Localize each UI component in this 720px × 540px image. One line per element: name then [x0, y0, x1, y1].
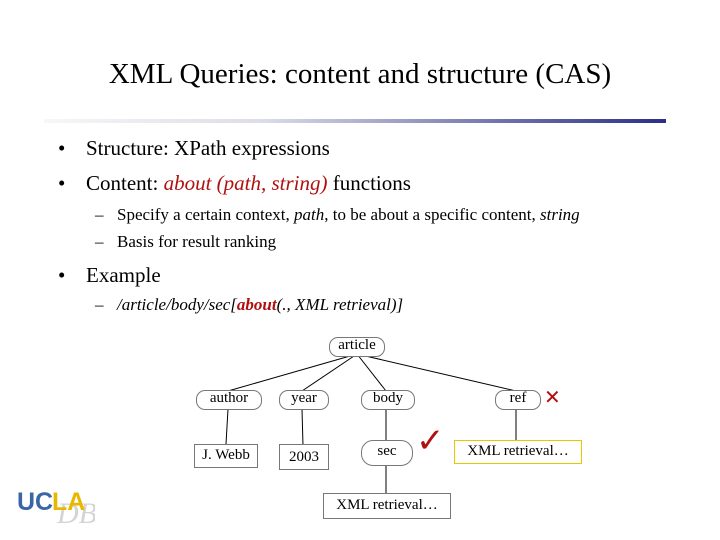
bullet-dot: • — [58, 171, 66, 195]
query-suffix: (., XML retrieval)] — [276, 295, 404, 314]
check-icon: ✓ — [416, 421, 445, 461]
ucla-db-logo: DB UC LA — [17, 486, 97, 530]
node-ref: ref — [495, 390, 541, 410]
bullet-structure-text: Structure: XPath expressions — [86, 136, 330, 160]
query-about: about — [236, 295, 277, 314]
node-article: article — [329, 337, 385, 357]
svg-text:DB: DB — [56, 497, 95, 526]
subbullet-ranking: –Basis for result ranking — [95, 232, 276, 252]
node-ref-content-label: XML retrieval… — [467, 443, 569, 459]
node-2003: 2003 — [279, 444, 329, 470]
node-jwebb-label: J. Webb — [202, 447, 250, 463]
title-divider — [44, 119, 666, 123]
path-italic: path — [294, 205, 325, 224]
node-sec-label: sec — [377, 443, 397, 459]
bullet-content: • Content: about (path, string) functions — [58, 171, 411, 196]
cross-icon: ✕ — [544, 385, 561, 409]
bullet-dot: • — [58, 136, 66, 160]
node-author-label: author — [209, 390, 249, 406]
bullet-content-prefix: Content: — [86, 171, 164, 195]
about-function-text: about (path, string) — [163, 171, 328, 195]
node-year: year — [279, 390, 329, 410]
edge-year-2003 — [301, 408, 304, 447]
edge-author-jwebb — [225, 408, 229, 445]
subbullet-context: –Specify a certain context, path, to be … — [95, 205, 580, 225]
svg-text:LA: LA — [52, 488, 85, 516]
edge-article-author — [227, 353, 358, 392]
sub-dash: – — [95, 295, 104, 314]
bullet-structure: • Structure: XPath expressions — [58, 136, 330, 161]
node-body-label: body — [373, 390, 403, 406]
edge-article-body — [356, 353, 387, 392]
bullet-content-suffix: functions — [327, 171, 411, 195]
bullet-example-text: Example — [86, 263, 161, 287]
sub-dash: – — [95, 205, 104, 224]
node-ref-content: XML retrieval… — [454, 440, 582, 464]
edge-article-ref — [356, 353, 517, 392]
query-prefix: /article/body/sec[ — [117, 295, 237, 314]
bullet-example: • Example — [58, 263, 161, 288]
ucla-db-logo-graphic: DB UC LA — [17, 488, 97, 530]
subbullet-ranking-text: Basis for result ranking — [117, 232, 277, 251]
node-article-label: article — [338, 337, 376, 353]
node-body: body — [361, 390, 415, 410]
node-author: author — [196, 390, 262, 410]
edge-article-year — [301, 353, 358, 392]
string-italic: string — [539, 205, 580, 224]
subbullet-context-pre: Specify a certain context, — [117, 205, 295, 224]
bullet-dot: • — [58, 263, 66, 287]
node-year-label: year — [291, 390, 317, 406]
node-jwebb: J. Webb — [194, 444, 258, 468]
subbullet-context-mid: , to be about a specific content, — [324, 205, 540, 224]
node-sec-content-label: XML retrieval… — [336, 497, 438, 513]
node-2003-label: 2003 — [289, 449, 319, 465]
sub-dash: – — [95, 232, 104, 251]
example-query: –/article/body/sec[about(., XML retrieva… — [95, 295, 403, 315]
node-sec: sec — [361, 440, 413, 466]
slide-title: XML Queries: content and structure (CAS) — [108, 58, 612, 90]
node-sec-content: XML retrieval… — [323, 493, 451, 519]
node-ref-label: ref — [509, 390, 527, 406]
svg-text:UC: UC — [17, 488, 53, 516]
